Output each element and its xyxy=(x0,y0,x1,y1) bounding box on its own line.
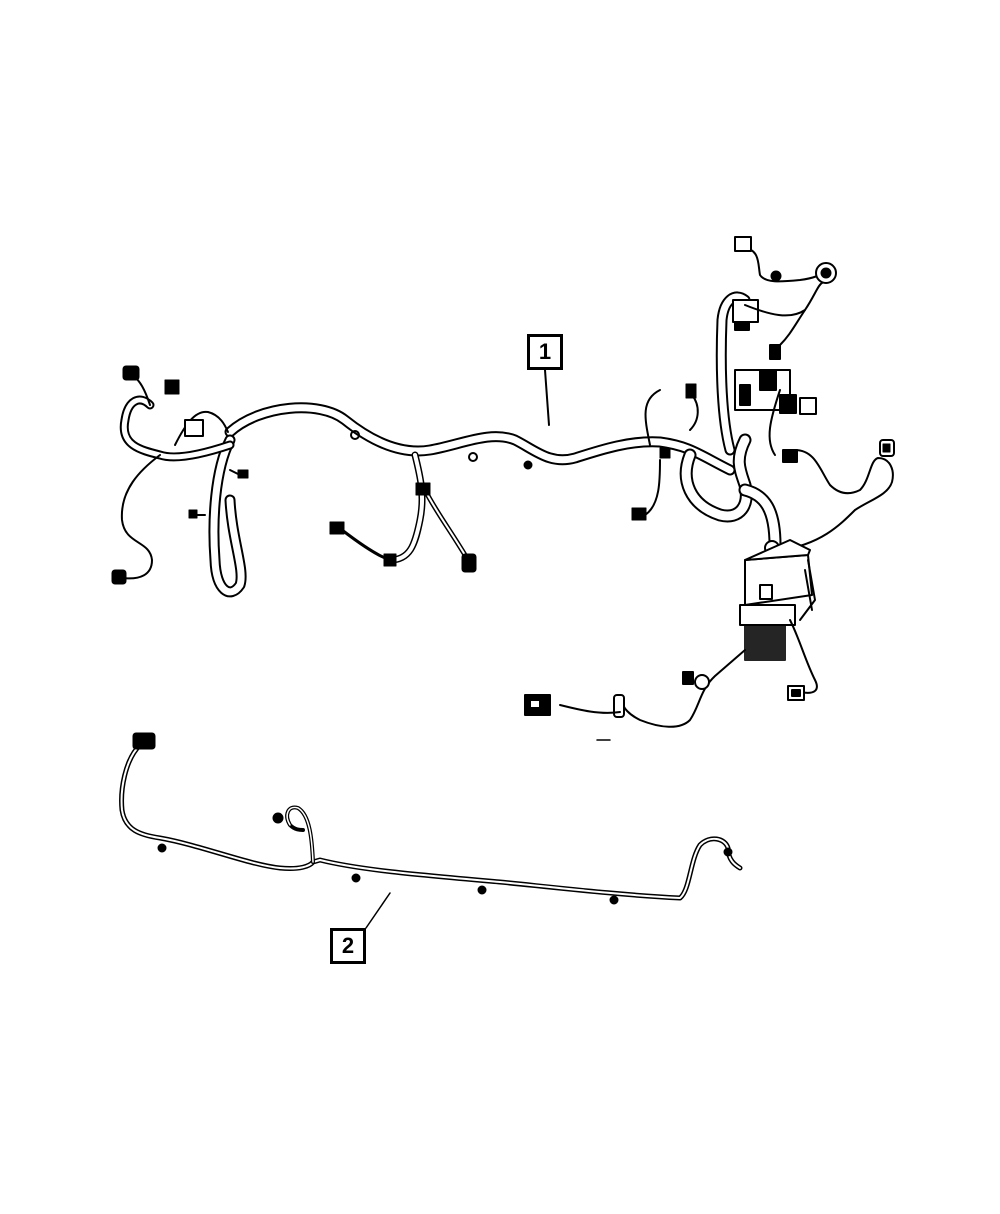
callout-1-label: 1 xyxy=(538,339,552,364)
callout-2-label: 2 xyxy=(341,933,355,958)
callout-1: 1 xyxy=(527,334,563,370)
callout-2-leader xyxy=(365,892,391,929)
harness-2 xyxy=(119,732,743,905)
relay-cluster xyxy=(732,299,817,463)
callout-2: 2 xyxy=(330,928,366,964)
fuse-box xyxy=(524,539,818,728)
harness-1 xyxy=(111,236,895,741)
callout-1-leader xyxy=(544,369,550,426)
